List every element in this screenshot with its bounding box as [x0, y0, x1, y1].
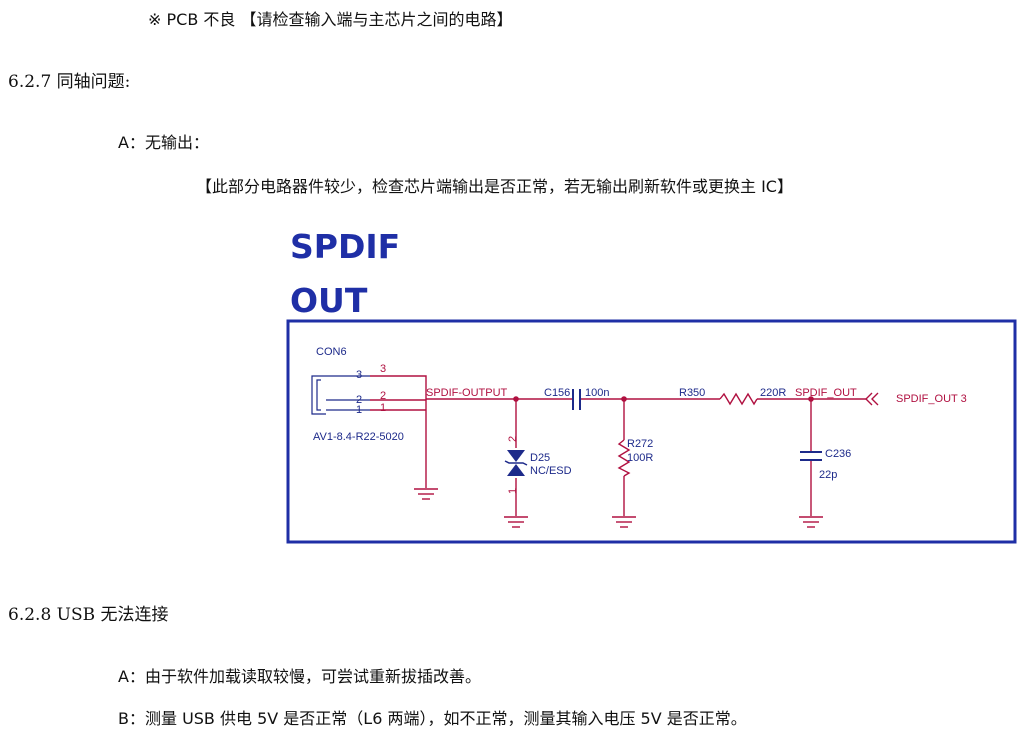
connector-part: AV1-8.4-R22-5020	[313, 431, 404, 443]
ground-symbol	[504, 516, 528, 528]
c156-ref: C156	[544, 387, 570, 399]
item-a-usb: A：由于软件加载读取较慢，可尝试重新拔插改善。	[118, 667, 481, 686]
ground-symbol	[414, 488, 438, 500]
schematic-wires	[370, 375, 866, 516]
resistor-r350-symbol	[719, 392, 758, 406]
schematic-title-line2: OUT	[290, 281, 368, 320]
connector-symbol	[311, 375, 370, 415]
connector-pin2-outer: 2	[380, 390, 386, 402]
bracket-instruction: 【此部分电路器件较少，检查芯片端输出是否正常，若无输出刷新软件或更换主 IC】	[196, 177, 793, 196]
ground-symbol	[799, 516, 823, 528]
ground-symbol	[612, 516, 636, 528]
pcb-note-line: ※ PCB 不良 【请检查输入端与主芯片之间的电路】	[148, 10, 513, 29]
section-heading-6-2-8: 6.2.8 USB 无法连接	[8, 605, 169, 625]
connector-pin2: 2	[356, 394, 362, 406]
port-arrow-icon	[865, 392, 879, 406]
connector-pin3: 3	[356, 369, 362, 381]
c236-value: 22p	[819, 469, 837, 481]
connector-pin3-outer: 3	[380, 363, 386, 375]
r272-ref: R272	[627, 438, 653, 450]
r350-ref: R350	[679, 387, 705, 399]
d25-pin1: 1	[507, 488, 519, 494]
connector-ref: CON6	[316, 346, 347, 358]
d25-ref: D25	[530, 452, 550, 464]
c236-ref: C236	[825, 448, 851, 460]
resistor-r272-symbol	[617, 439, 631, 477]
connector-pin1: 1	[356, 404, 362, 416]
port-label: SPDIF_OUT 3	[896, 393, 967, 405]
junction-dot	[621, 396, 627, 402]
junction-dot	[808, 396, 814, 402]
d25-value: NC/ESD	[530, 465, 572, 477]
schematic-title-line1: SPDIF	[290, 227, 400, 266]
r272-value: 100R	[627, 452, 653, 464]
net-label-spdif-output: SPDIF-OUTPUT	[426, 387, 508, 399]
item-b-usb: B：测量 USB 供电 5V 是否正常（L6 两端），如不正常，测量其输入电压 …	[118, 709, 747, 728]
spdif-schematic: SPDIF OUT CON6 AV1-8.4-R22-5020 3 2 1 3 …	[286, 227, 1017, 544]
c156-value: 100n	[585, 387, 609, 399]
connector-pin1-outer: 1	[380, 402, 386, 414]
d25-pin2: 2	[507, 436, 519, 442]
schematic-frame	[286, 319, 1017, 544]
section-heading-6-2-7: 6.2.7 同轴问题:	[8, 72, 131, 92]
r350-value: 220R	[760, 387, 786, 399]
item-a-no-output: A：无输出：	[118, 133, 209, 152]
diode-d25-symbol	[504, 450, 528, 476]
net-label-spdif-out: SPDIF_OUT	[795, 387, 857, 399]
capacitor-c156-symbol	[572, 389, 581, 410]
junction-dot	[513, 396, 519, 402]
capacitor-c236-symbol	[800, 451, 822, 461]
